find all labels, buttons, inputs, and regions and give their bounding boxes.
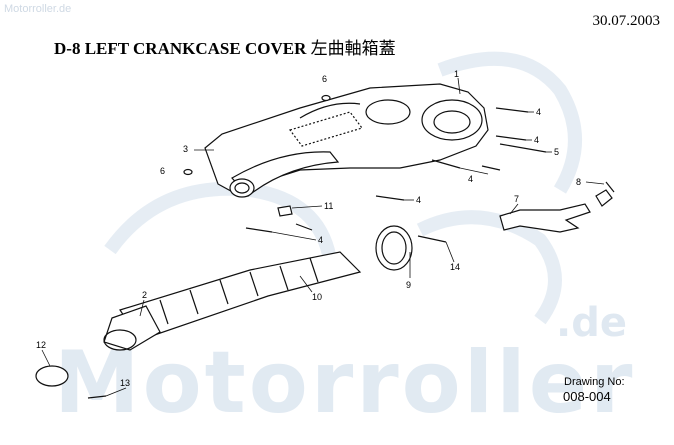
callout-9: 9: [406, 280, 411, 290]
part-clip: [277, 205, 293, 217]
title-main: D-8 LEFT CRANKCASE COVER: [54, 39, 311, 58]
watermark-text-de: .de: [556, 300, 627, 346]
callout-7: 7: [514, 194, 519, 204]
callout-14: 14: [450, 262, 460, 272]
part-hose-clamp: [375, 225, 413, 271]
watermark-text-big: Motorroller: [54, 333, 636, 433]
part-kick-lever: [499, 203, 591, 233]
callout-10: 10: [312, 292, 322, 302]
callout-4b: 4: [534, 135, 539, 145]
callout-4d: 4: [416, 195, 421, 205]
part-bolts: [245, 107, 547, 243]
part-lever-bolt: [605, 181, 615, 193]
callout-4c: 4: [468, 174, 473, 184]
drawing-number-label: Drawing No:: [564, 376, 625, 388]
callout-2: 2: [142, 290, 147, 300]
callout-8: 8: [576, 177, 581, 187]
callout-12: 12: [36, 340, 46, 350]
callout-labels: 1 2 3 4 4 4 4 4 5 6 6 7 8 9 10 11 12 13 …: [36, 69, 581, 388]
part-filter-cap: [35, 365, 69, 387]
page-title: D-8 LEFT CRANKCASE COVER 左曲軸箱蓋: [54, 34, 396, 59]
watermark-scooter-stroke: [416, 210, 562, 325]
part-screw: [87, 395, 107, 399]
callout-4e: 4: [318, 235, 323, 245]
part-pin: [183, 168, 193, 176]
title-chinese: 左曲軸箱蓋: [310, 39, 396, 58]
callout-1: 1: [454, 69, 459, 79]
callout-4a: 4: [536, 107, 541, 117]
leader-lines: [41, 77, 605, 397]
part-crankcase-cover: [204, 83, 489, 198]
watermark-scooter-stroke: [437, 51, 582, 194]
callout-13: 13: [120, 378, 130, 388]
part-band: [103, 305, 161, 351]
callout-6b: 6: [160, 166, 165, 176]
callout-3: 3: [183, 144, 188, 154]
part-pin: [321, 94, 331, 102]
callout-5: 5: [554, 147, 559, 157]
part-kick-lever-arm: [595, 189, 613, 207]
watermark-text-top: Motorroller.de: [4, 3, 72, 15]
callout-6a: 6: [322, 74, 327, 84]
drawing-number-value: 008-004: [563, 389, 611, 404]
callout-11: 11: [324, 201, 333, 211]
date-label: 30.07.2003: [592, 13, 661, 29]
